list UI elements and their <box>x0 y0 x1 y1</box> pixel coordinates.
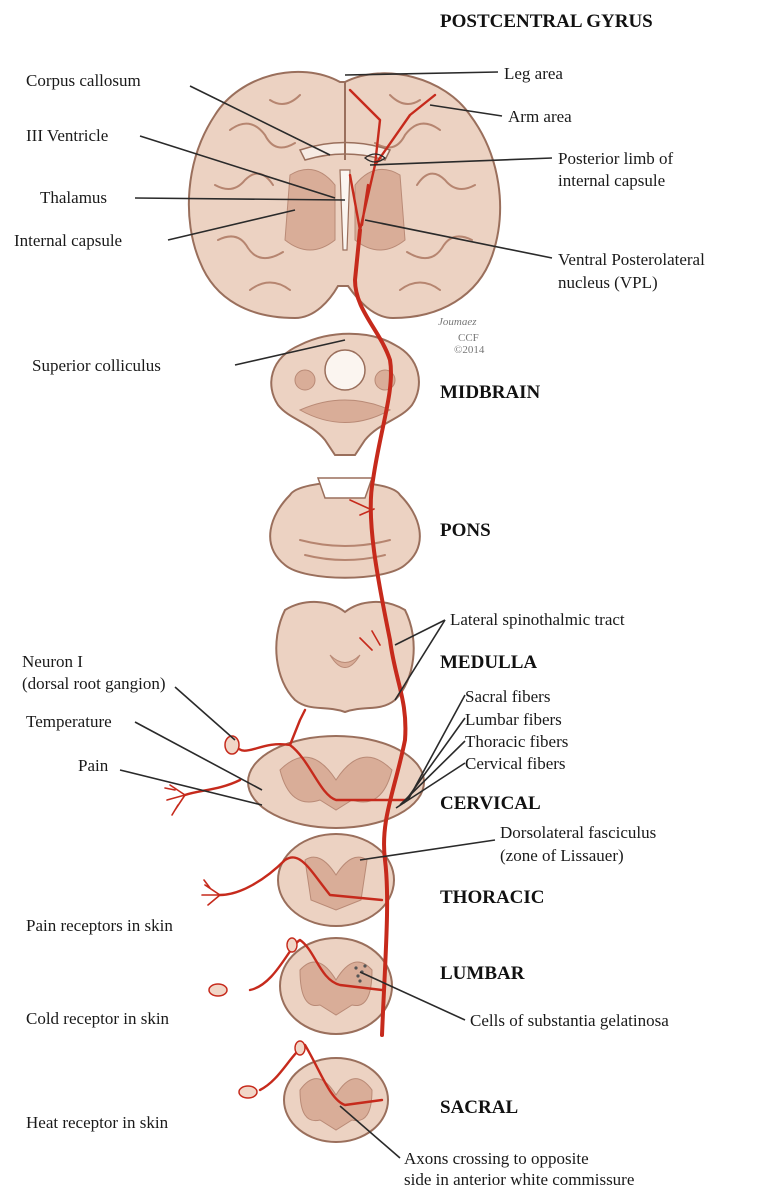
signature-org: CCF <box>458 332 479 344</box>
cervical-section <box>248 736 424 828</box>
heading-cervical: CERVICAL <box>440 793 541 814</box>
label-pain-receptors: Pain receptors in skin <box>26 916 173 935</box>
label-corpus-callosum: Corpus callosum <box>26 71 141 90</box>
label-heat-receptor: Heat receptor in skin <box>26 1113 169 1132</box>
label-substantia-gelatinosa: Cells of substantia gelatinosa <box>470 1011 669 1030</box>
label-axons-line2: side in anterior white commissure <box>404 1170 634 1189</box>
label-thalamus: Thalamus <box>40 188 107 207</box>
label-leg-area: Leg area <box>504 64 563 83</box>
artist-signature: Joumaez CCF ©2014 <box>438 316 485 356</box>
label-vpl-line2: nucleus (VPL) <box>558 273 658 292</box>
signature-name: Joumaez <box>438 316 477 328</box>
heading-thoracic: THORACIC <box>440 887 545 908</box>
label-thoracic-fibers: Thoracic fibers <box>465 732 568 751</box>
label-arm-area: Arm area <box>508 107 572 126</box>
heading-lumbar: LUMBAR <box>440 963 525 984</box>
heading-medulla: MEDULLA <box>440 652 537 673</box>
label-lateral-spinothalamic-tract: Lateral spinothalmic tract <box>450 610 625 629</box>
label-posterior-limb-line2: internal capsule <box>558 171 665 190</box>
label-dorsolateral-line2: (zone of Lissauer) <box>500 846 624 865</box>
label-iii-ventricle: III Ventricle <box>26 126 108 145</box>
heading-midbrain: MIDBRAIN <box>440 382 541 403</box>
label-dorsolateral-line1: Dorsolateral fasciculus <box>500 823 656 842</box>
label-posterior-limb-line1: Posterior limb of <box>558 149 674 168</box>
heading-pons: PONS <box>440 520 491 541</box>
lumbar-section <box>280 938 392 1034</box>
label-superior-colliculus: Superior colliculus <box>32 356 161 375</box>
label-cervical-fibers: Cervical fibers <box>465 754 566 773</box>
label-axons-line1: Axons crossing to opposite <box>404 1149 589 1168</box>
pons-section <box>270 478 420 578</box>
label-internal-capsule: Internal capsule <box>14 231 122 250</box>
label-cold-receptor: Cold receptor in skin <box>26 1009 170 1028</box>
signature-year: ©2014 <box>454 344 485 356</box>
label-neuron-i-line2: (dorsal root gangion) <box>22 674 166 693</box>
label-pain: Pain <box>78 756 109 775</box>
heading-postcentral-gyrus: POSTCENTRAL GYRUS <box>440 11 653 32</box>
heading-sacral: SACRAL <box>440 1097 518 1118</box>
thoracic-section <box>278 834 394 926</box>
label-vpl-line1: Ventral Posterolateral <box>558 250 705 269</box>
label-temperature: Temperature <box>26 712 112 731</box>
label-lumbar-fibers: Lumbar fibers <box>465 710 562 729</box>
label-neuron-i-line1: Neuron I <box>22 652 83 671</box>
label-sacral-fibers: Sacral fibers <box>465 687 550 706</box>
